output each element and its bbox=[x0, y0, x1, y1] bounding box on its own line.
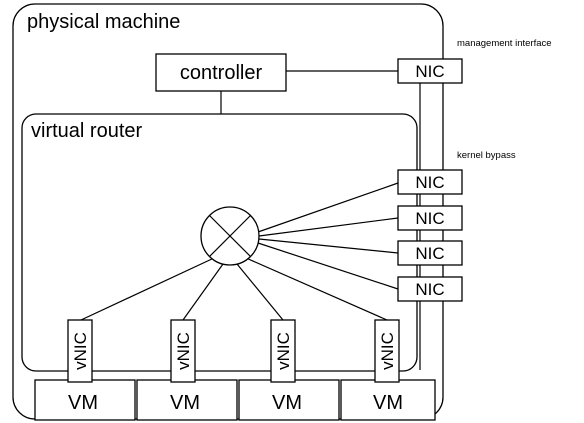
vnic-1-label: vNIC bbox=[71, 332, 90, 370]
switch-to-bypass-nic-4-link bbox=[257, 242, 399, 290]
switch-to-bypass-nic-2-link bbox=[258, 217, 399, 237]
bypass-nic-3 bbox=[397, 240, 463, 266]
switch-to-bypass-nic-1-link bbox=[257, 182, 399, 233]
bypass-nic-3-label: NIC bbox=[415, 244, 444, 263]
management-interface-annotation: management interface bbox=[457, 38, 552, 49]
bypass-nic-1-label: NIC bbox=[415, 173, 444, 192]
switch-icon bbox=[200, 206, 260, 266]
bypass-nic-4-label: NIC bbox=[415, 280, 444, 299]
vnic-box-4 bbox=[374, 319, 400, 383]
vm-box-1 bbox=[34, 379, 136, 421]
switch-to-vnic-2-link bbox=[182, 263, 224, 321]
vnic-box-2 bbox=[170, 319, 196, 383]
bypass-nic-2 bbox=[397, 205, 463, 231]
switch-to-bypass-nic-3-link bbox=[258, 238, 399, 254]
vnic-3-label: vNIC bbox=[274, 332, 293, 370]
bypass-nic-2-label: NIC bbox=[415, 209, 444, 228]
physical-machine-label: physical machine bbox=[27, 11, 180, 33]
virtual-router-label: virtual router bbox=[31, 120, 142, 142]
controller-label: controller bbox=[180, 62, 263, 84]
vnic-2-label: vNIC bbox=[174, 332, 193, 370]
vnic-box-3 bbox=[270, 319, 296, 383]
bypass-nic-4 bbox=[397, 276, 463, 302]
switch-to-vnic-3-link bbox=[236, 263, 284, 321]
vm-2-label: VM bbox=[170, 392, 200, 414]
vm-3-label: VM bbox=[272, 392, 302, 414]
switch-to-vnic-4-link bbox=[245, 257, 388, 321]
vnic-box-1 bbox=[67, 319, 93, 383]
vnic-4-label: vNIC bbox=[378, 332, 397, 370]
bypass-nic-1 bbox=[397, 169, 463, 195]
vm-1-label: VM bbox=[68, 392, 98, 414]
vm-box-4 bbox=[340, 379, 436, 421]
vm-box-3 bbox=[238, 379, 340, 421]
switch-to-vnic-1-link bbox=[80, 257, 215, 321]
kernel-bypass-annotation: kernel bypass bbox=[457, 150, 516, 161]
management-nic bbox=[397, 58, 463, 84]
vm-4-label: VM bbox=[373, 392, 403, 414]
management-nic-label: NIC bbox=[415, 62, 444, 81]
